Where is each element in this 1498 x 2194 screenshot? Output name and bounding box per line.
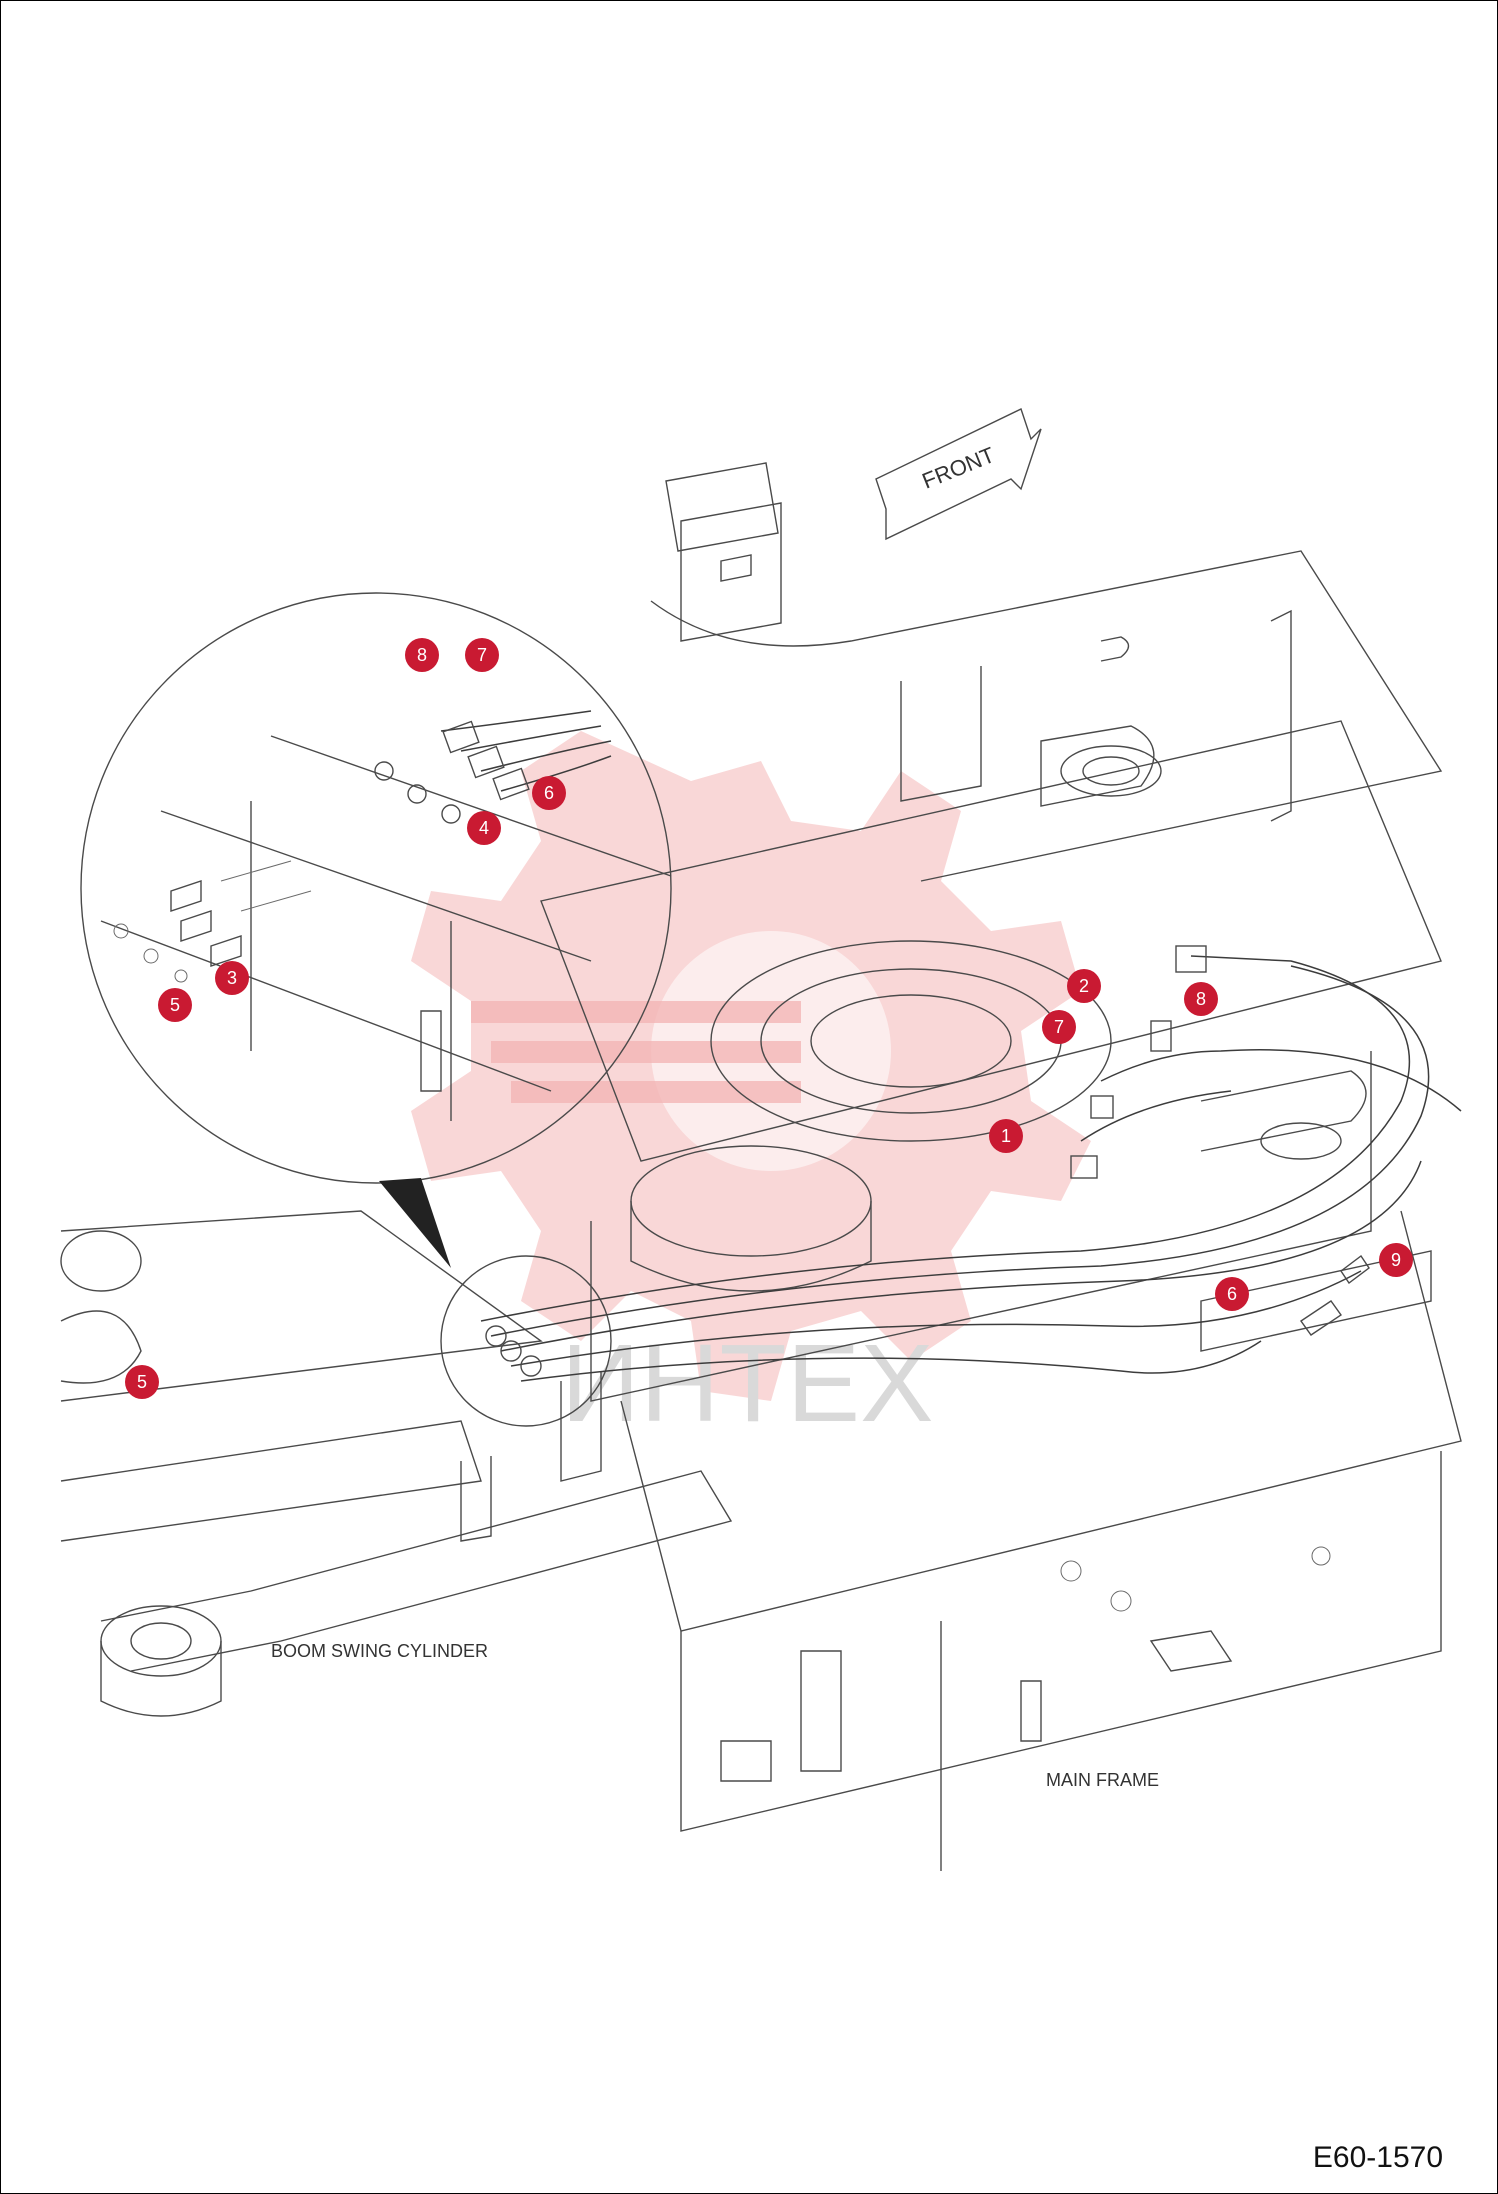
main-frame-label: MAIN FRAME	[1046, 1770, 1159, 1790]
svg-text:8: 8	[1196, 989, 1206, 1009]
svg-text:6: 6	[1227, 1284, 1237, 1304]
callout-9: 9	[1379, 1243, 1413, 1277]
callout-7-detail: 7	[465, 638, 499, 672]
callout-7: 7	[1042, 1010, 1076, 1044]
detail-source-circle	[440, 1255, 612, 1427]
callout-1: 1	[989, 1119, 1023, 1153]
svg-text:8: 8	[417, 645, 427, 665]
svg-text:6: 6	[544, 783, 554, 803]
svg-text:4: 4	[479, 818, 489, 838]
svg-text:9: 9	[1391, 1250, 1401, 1270]
callout-6: 6	[1215, 1277, 1249, 1311]
hydraulic-hoses	[480, 945, 1462, 1382]
callout-6-detail: 6	[532, 776, 566, 810]
svg-text:1: 1	[1001, 1126, 1011, 1146]
svg-text:2: 2	[1079, 976, 1089, 996]
svg-text:7: 7	[477, 645, 487, 665]
main-frame	[540, 720, 1462, 1871]
watermark-text: ИНТЕХ	[561, 1322, 933, 1445]
svg-text:3: 3	[227, 968, 237, 988]
boom-swing-cylinder-label: BOOM SWING CYLINDER	[271, 1641, 488, 1661]
front-label: FRONT	[919, 442, 999, 494]
svg-text:7: 7	[1054, 1017, 1064, 1037]
upper-frame-assembly	[650, 462, 1443, 882]
svg-text:5: 5	[137, 1372, 147, 1392]
callout-5: 5	[125, 1365, 159, 1399]
callout-8-detail: 8	[405, 638, 439, 672]
drawing-number: E60-1570	[1312, 2141, 1443, 2174]
svg-text:5: 5	[170, 995, 180, 1015]
callout-5-detail: 5	[158, 988, 192, 1022]
detail-leader	[379, 1178, 451, 1268]
front-arrow: FRONT	[875, 408, 1042, 541]
callout-2: 2	[1067, 969, 1101, 1003]
callout-4: 4	[467, 811, 501, 845]
detail-view-circle	[80, 592, 672, 1184]
boom-swing-area: BOOM SWING CYLINDER	[60, 1210, 733, 1717]
callout-8: 8	[1184, 982, 1218, 1016]
callout-3: 3	[215, 961, 249, 995]
watermark-logo	[411, 731, 1091, 1401]
